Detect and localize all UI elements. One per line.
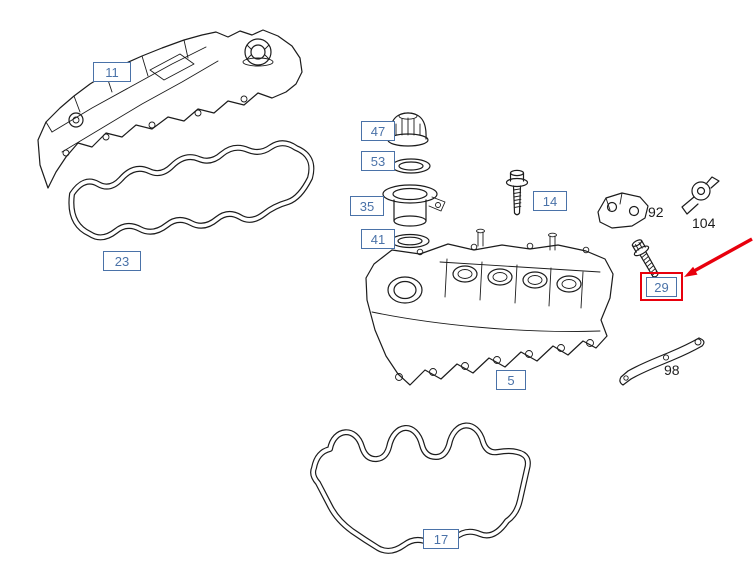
callout-box-29-highlighted[interactable]: 29 [646,277,677,297]
bolt-14-art [505,169,529,216]
bracket-92-art [597,192,649,229]
callout-box-47[interactable]: 47 [361,121,395,141]
plain-label-92: 92 [648,204,664,220]
gasket-17-art [313,425,528,550]
filler-neck-35-art [382,184,446,227]
seal-ring-53-art [391,158,431,174]
callout-box-53[interactable]: 53 [361,151,395,171]
callout-box-14[interactable]: 14 [533,191,567,211]
plain-label-98: 98 [664,362,680,378]
lever-104-art [681,176,720,215]
bracket-98-art [619,337,705,386]
callout-box-11[interactable]: 11 [93,62,131,82]
callout-box-41[interactable]: 41 [361,229,395,249]
valve-cover-5-art [365,228,614,386]
highlight-arrow [684,237,753,277]
gasket-23-art [71,143,311,237]
seal-ring-41-art [390,233,430,249]
callout-box-35[interactable]: 35 [350,196,384,216]
valve-cover-11-art [37,29,303,189]
callout-box-5[interactable]: 5 [496,370,526,390]
plain-label-104: 104 [692,215,716,231]
callout-box-23[interactable]: 23 [103,251,141,271]
callout-box-17[interactable]: 17 [423,529,459,549]
bolt-29-art [631,239,659,278]
